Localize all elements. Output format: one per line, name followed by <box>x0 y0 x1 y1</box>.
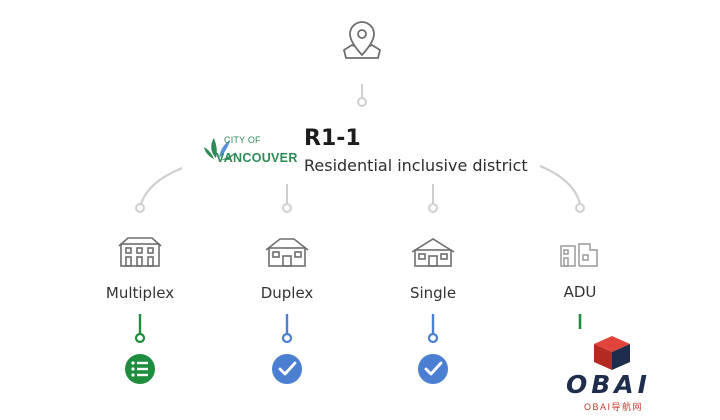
obai-watermark: OBAI OBAI导航网 <box>560 334 688 414</box>
check-icon <box>272 354 302 384</box>
watermark-subtext: OBAI导航网 <box>584 402 644 412</box>
single-house-icon <box>411 238 455 267</box>
leaf-icon <box>204 138 236 160</box>
branch-node-single <box>428 203 438 213</box>
branch-curve-adu <box>539 164 582 205</box>
list-icon <box>125 354 155 384</box>
branch-node-multiplex <box>135 203 145 213</box>
check-icon <box>418 354 448 384</box>
city-logo-line1: CITY OF <box>224 135 261 145</box>
housing-type-label-single: Single <box>409 284 457 302</box>
city-of-vancouver-logo: CITY OF VANCOUVER <box>198 130 297 172</box>
housing-type-label-adu: ADU <box>563 283 597 301</box>
zone-description: Residential inclusive district <box>304 156 528 175</box>
watermark-text: OBAI <box>566 370 651 399</box>
city-logo-line2: VANCOUVER <box>216 151 298 165</box>
adu-house-icon <box>560 243 598 267</box>
housing-type-label-duplex: Duplex <box>260 284 314 302</box>
multiplex-house-icon <box>118 237 162 267</box>
branch-node-adu <box>575 203 585 213</box>
status-node-duplex <box>281 332 293 344</box>
status-node-multiplex <box>134 332 146 344</box>
status-node-single <box>427 332 439 344</box>
map-pin-icon <box>343 21 381 59</box>
zone-code: R1-1 <box>304 126 361 151</box>
pin-connector-node <box>357 97 367 107</box>
branch-curve-multiplex <box>139 166 183 205</box>
branch-node-duplex <box>282 203 292 213</box>
duplex-house-icon <box>265 238 309 267</box>
cube-logo-icon <box>594 336 630 370</box>
housing-type-label-multiplex: Multiplex <box>105 284 175 302</box>
